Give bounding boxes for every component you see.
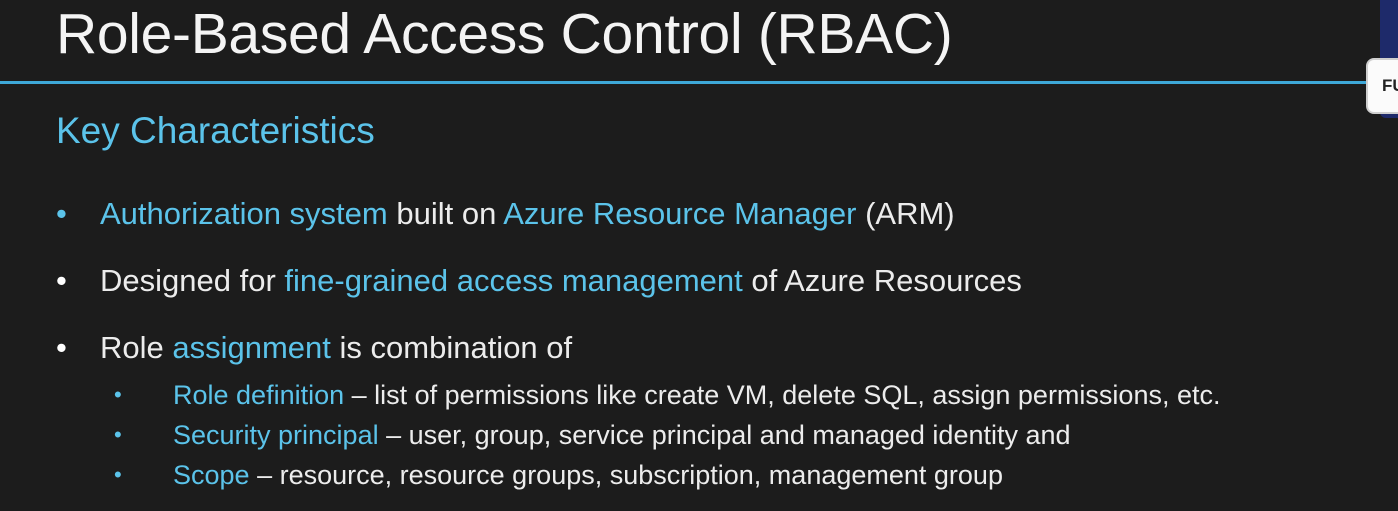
plain-text: is combination of bbox=[330, 330, 573, 365]
highlight-text: fine-grained access management bbox=[284, 263, 743, 298]
bullet-text: Designed for fine-grained access managem… bbox=[100, 261, 1022, 301]
bullet-marker: • bbox=[56, 196, 67, 231]
highlight-text: Security principal bbox=[173, 420, 379, 450]
bullet-text: Authorization system built on Azure Reso… bbox=[100, 194, 955, 234]
plain-text: – user, group, service principal and man… bbox=[378, 420, 1071, 450]
bullet-marker: • bbox=[56, 263, 67, 298]
sub-bullet-text: Role definition – list of permissions li… bbox=[173, 377, 1220, 413]
bullet-marker: • bbox=[114, 382, 122, 407]
highlight-text: assignment bbox=[172, 330, 331, 365]
page-title: Role-Based Access Control (RBAC) bbox=[56, 2, 953, 66]
plain-text: Designed for bbox=[100, 263, 285, 298]
plain-text: built on bbox=[387, 196, 504, 231]
sub-bullet-text: Scope – resource, resource groups, subsc… bbox=[173, 457, 1003, 493]
highlight-text: Role definition bbox=[173, 380, 345, 410]
highlight-text: Authorization system bbox=[100, 196, 388, 231]
bullet-marker: • bbox=[114, 422, 122, 447]
plain-text: Role bbox=[100, 330, 173, 365]
sub-bullet-text: Security principal – user, group, servic… bbox=[173, 417, 1071, 453]
section-heading: Key Characteristics bbox=[56, 110, 375, 151]
plain-text: (ARM) bbox=[856, 196, 955, 231]
highlight-text: Scope bbox=[173, 460, 250, 490]
corner-badge: FU bbox=[1366, 58, 1398, 114]
plain-text: – list of permissions like create VM, de… bbox=[344, 380, 1221, 410]
bullet-marker: • bbox=[56, 330, 67, 365]
highlight-text: Azure Resource Manager bbox=[503, 196, 857, 231]
bullet-text: Role assignment is combination of bbox=[100, 328, 572, 368]
plain-text: of Azure Resources bbox=[742, 263, 1022, 298]
title-divider bbox=[0, 81, 1372, 84]
plain-text: – resource, resource groups, subscriptio… bbox=[249, 460, 1003, 490]
bullet-marker: • bbox=[114, 462, 122, 487]
